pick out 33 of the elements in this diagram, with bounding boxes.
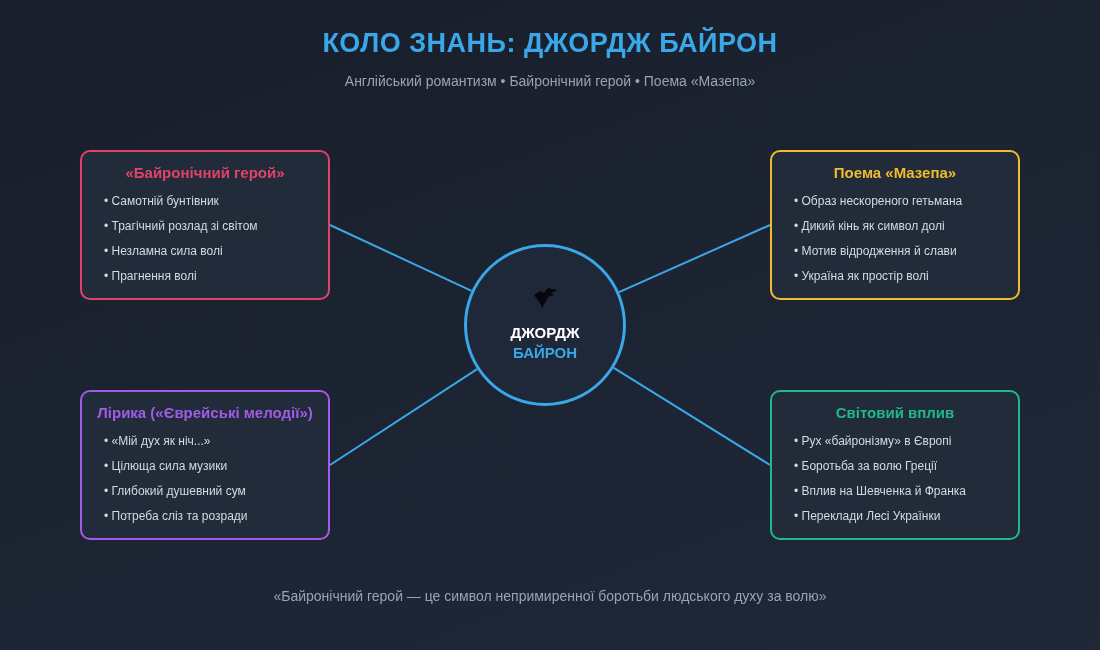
bullet-item: • Вплив на Шевченка й Франка	[794, 483, 967, 500]
bullet-item: • Образ нескореного гетьмана	[794, 193, 964, 210]
connector-line	[618, 224, 771, 294]
topic-card	[770, 390, 1020, 540]
bullet-item: • Дикий кінь як символ долі	[794, 218, 946, 235]
card-heading: «Байронічний герой»	[124, 164, 286, 181]
bullet-item: • Потреба сліз та розради	[104, 508, 249, 525]
connector-line	[612, 366, 771, 466]
bullet-item: • Глибокий душевний сум	[104, 483, 247, 500]
topic-card	[80, 150, 330, 300]
bullet-item: • Незламна сила волі	[104, 243, 224, 260]
bullet-item: • «Мій дух як ніч...»	[104, 433, 212, 450]
bullet-item: • Самотній бунтівник	[104, 193, 220, 210]
bullet-item: • Україна як простір волі	[794, 268, 930, 285]
subtitle: Англійський романтизм • Байронічний герой • Поема «Мазепа»	[344, 73, 756, 89]
name-first-line: ДЖОРДЖ	[510, 323, 580, 343]
caption-quote: «Байронічний герой — це символ непримиренної боротьби людського духу за волю»	[273, 588, 827, 604]
bullet-item: • Боротьба за волю Греції	[794, 458, 939, 475]
bullet-item: • Трагічний розлад зі світом	[104, 218, 259, 235]
topic-card	[80, 390, 330, 540]
bullet-item: • Переклади Лесі Українки	[794, 508, 942, 525]
bullet-item: • Мотив відродження й слави	[794, 243, 958, 260]
title: КОЛО ЗНАНЬ: ДЖОРДЖ БАЙРОН	[322, 28, 778, 58]
card-heading: Світовий вплив	[834, 404, 956, 421]
connector-line	[329, 224, 473, 292]
bullet-item: • Рух «байронізму» в Європі	[794, 433, 953, 450]
bullet-item: • Цілюща сила музики	[104, 458, 229, 475]
card-heading: Поема «Мазепа»	[832, 164, 958, 181]
connector-line	[329, 368, 479, 466]
bullet-item: • Прагнення волі	[104, 268, 198, 285]
card-heading: Лірика («Єврейські мелодії»)	[96, 404, 314, 421]
name-second-line: БАЙРОН	[512, 343, 578, 363]
topic-card	[770, 150, 1020, 300]
